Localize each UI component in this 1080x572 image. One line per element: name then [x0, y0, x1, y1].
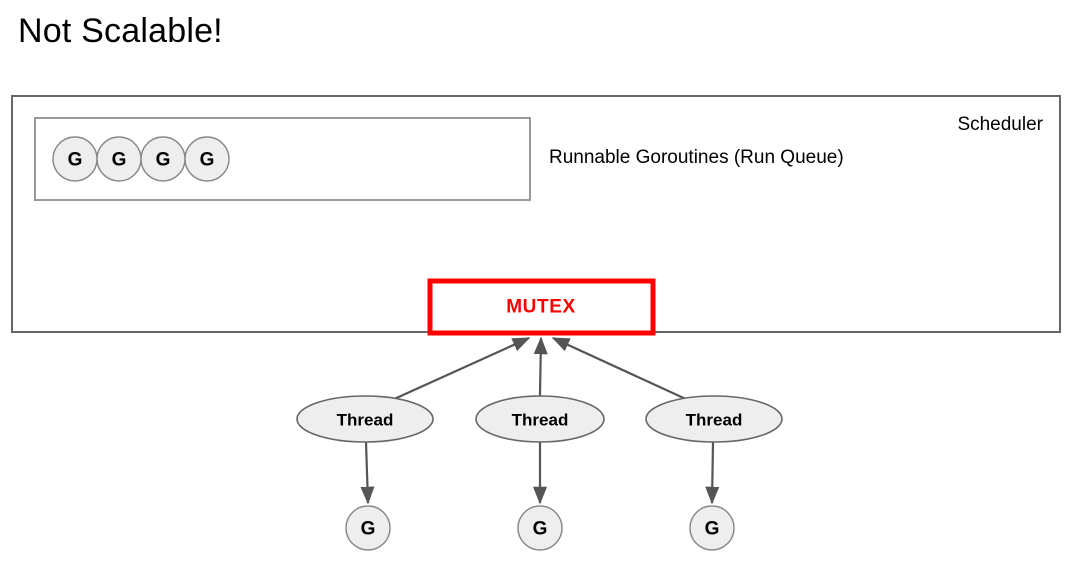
thread-label: Thread	[512, 411, 569, 430]
thread-goroutine-label: G	[361, 519, 376, 540]
thread-to-goroutine-edge-0	[360, 441, 375, 505]
thread-to-mutex-edge-0	[391, 336, 531, 402]
mutex-box[interactable]	[427, 278, 656, 336]
thread-label: Thread	[686, 411, 743, 430]
run-queue-label: Runnable Goroutines (Run Queue)	[549, 147, 844, 168]
thread-node-0[interactable]	[296, 395, 434, 443]
runqueue-goroutine-label: G	[200, 150, 215, 171]
runqueue-goroutine-3[interactable]	[184, 136, 230, 182]
thread-goroutine-2[interactable]	[689, 505, 735, 551]
scheduler-label: Scheduler	[957, 114, 1043, 135]
thread-node-1[interactable]	[475, 395, 605, 443]
runqueue-goroutine-label: G	[68, 150, 83, 171]
thread-goroutine-0[interactable]	[345, 505, 391, 551]
thread-to-mutex-edge-1	[533, 336, 548, 397]
thread-goroutine-label: G	[705, 519, 720, 540]
thread-goroutine-label: G	[533, 519, 548, 540]
thread-goroutine-1[interactable]	[517, 505, 563, 551]
thread-nodes: Thread Thread Thread	[296, 395, 783, 443]
runqueue-goroutine-label: G	[112, 150, 127, 171]
mutex-label: MUTEX	[506, 297, 576, 318]
thread-label: Thread	[337, 411, 394, 430]
thread-to-mutex-edge-2	[551, 337, 689, 401]
runqueue-goroutine-label: G	[156, 150, 171, 171]
thread-to-mutex-edges	[391, 336, 689, 402]
thread-to-goroutine-edges	[360, 441, 720, 505]
thread-node-2[interactable]	[645, 395, 783, 443]
thread-to-goroutine-edge-2	[705, 441, 720, 505]
page-title: Not Scalable!	[18, 12, 223, 50]
